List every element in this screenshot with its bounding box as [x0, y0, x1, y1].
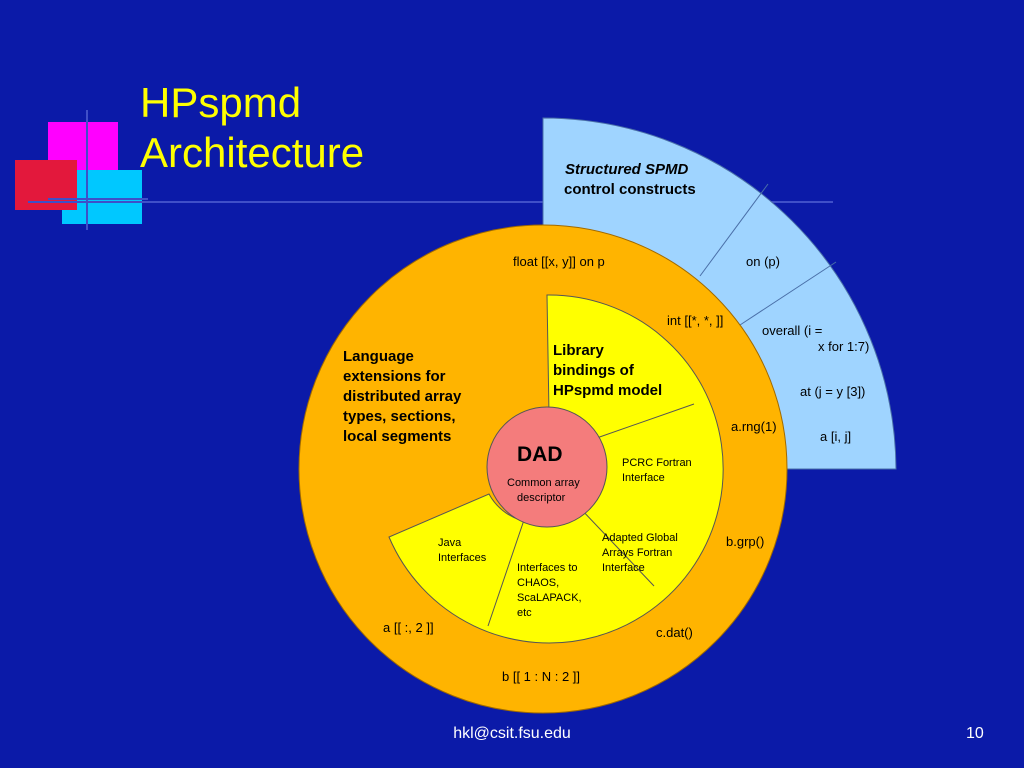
adapted-line-2: Arrays Fortran	[602, 547, 672, 559]
library-divider-chaos	[487, 519, 525, 627]
language-example-grp: b.grp()	[726, 534, 764, 549]
language-example-b-section: b [[ 1 : N : 2 ]]	[502, 669, 580, 684]
control-heading: control constructs	[564, 181, 696, 198]
language-line-1: Language	[343, 348, 414, 365]
library-line-3: HPspmd model	[553, 382, 662, 399]
chaos-line-3: ScaLAPACK,	[517, 592, 582, 604]
language-example-float: float [[x, y]] on p	[513, 254, 605, 269]
control-heading-italic: Structured SPMD	[565, 161, 689, 178]
language-line-4: types, sections,	[343, 408, 456, 425]
control-item-at: at (j = y [3])	[800, 384, 865, 399]
control-item-on: on (p)	[746, 254, 780, 269]
language-example-dat: c.dat()	[656, 625, 693, 640]
title-line-2: Architecture	[140, 129, 365, 176]
adapted-line-3: Interface	[602, 562, 645, 574]
library-line-1: Library	[553, 342, 605, 359]
language-line-2: extensions for	[343, 368, 446, 385]
java-line-2: Interfaces	[438, 552, 487, 564]
logo-line-horizontal	[48, 198, 148, 200]
page-number: 10	[966, 725, 984, 742]
page-title: HPspmd Architecture	[140, 78, 364, 178]
pcrc-line-1: PCRC Fortran	[622, 457, 692, 469]
chaos-line-2: CHAOS,	[517, 577, 559, 589]
java-line-1: Java	[438, 537, 462, 549]
adapted-line-1: Adapted Global	[602, 532, 678, 544]
control-item-overall: overall (i =	[762, 323, 822, 338]
library-line-2: bindings of	[553, 362, 635, 379]
dad-desc-line-1: Common array	[507, 477, 580, 489]
control-item-overall-cont: x for 1:7)	[818, 339, 869, 354]
chaos-line-4: etc	[517, 607, 532, 619]
control-divider-1	[699, 183, 769, 277]
language-line-5: local segments	[343, 428, 451, 445]
title-line-1: HPspmd	[140, 79, 302, 126]
pcrc-line-2: Interface	[622, 472, 665, 484]
library-divider-adapted	[579, 507, 655, 587]
language-example-a-section: a [[ :, 2 ]]	[383, 620, 434, 635]
language-example-int: int [[*, *, ]]	[667, 313, 723, 328]
dad-desc-line-2: descriptor	[517, 492, 566, 504]
control-divider-2	[739, 261, 837, 326]
title-divider	[28, 201, 833, 203]
footer-email: hkl@csit.fsu.edu	[453, 725, 571, 742]
chaos-line-1: Interfaces to	[517, 562, 578, 574]
language-line-3: distributed array	[343, 388, 462, 405]
control-item-aij: a [i, j]	[820, 429, 851, 444]
library-divider-pcrc	[590, 403, 695, 441]
dad-circle	[486, 406, 608, 528]
language-example-rng: a.rng(1)	[731, 419, 777, 434]
dad-title: DAD	[517, 443, 563, 466]
logo-line-vertical	[86, 110, 88, 230]
